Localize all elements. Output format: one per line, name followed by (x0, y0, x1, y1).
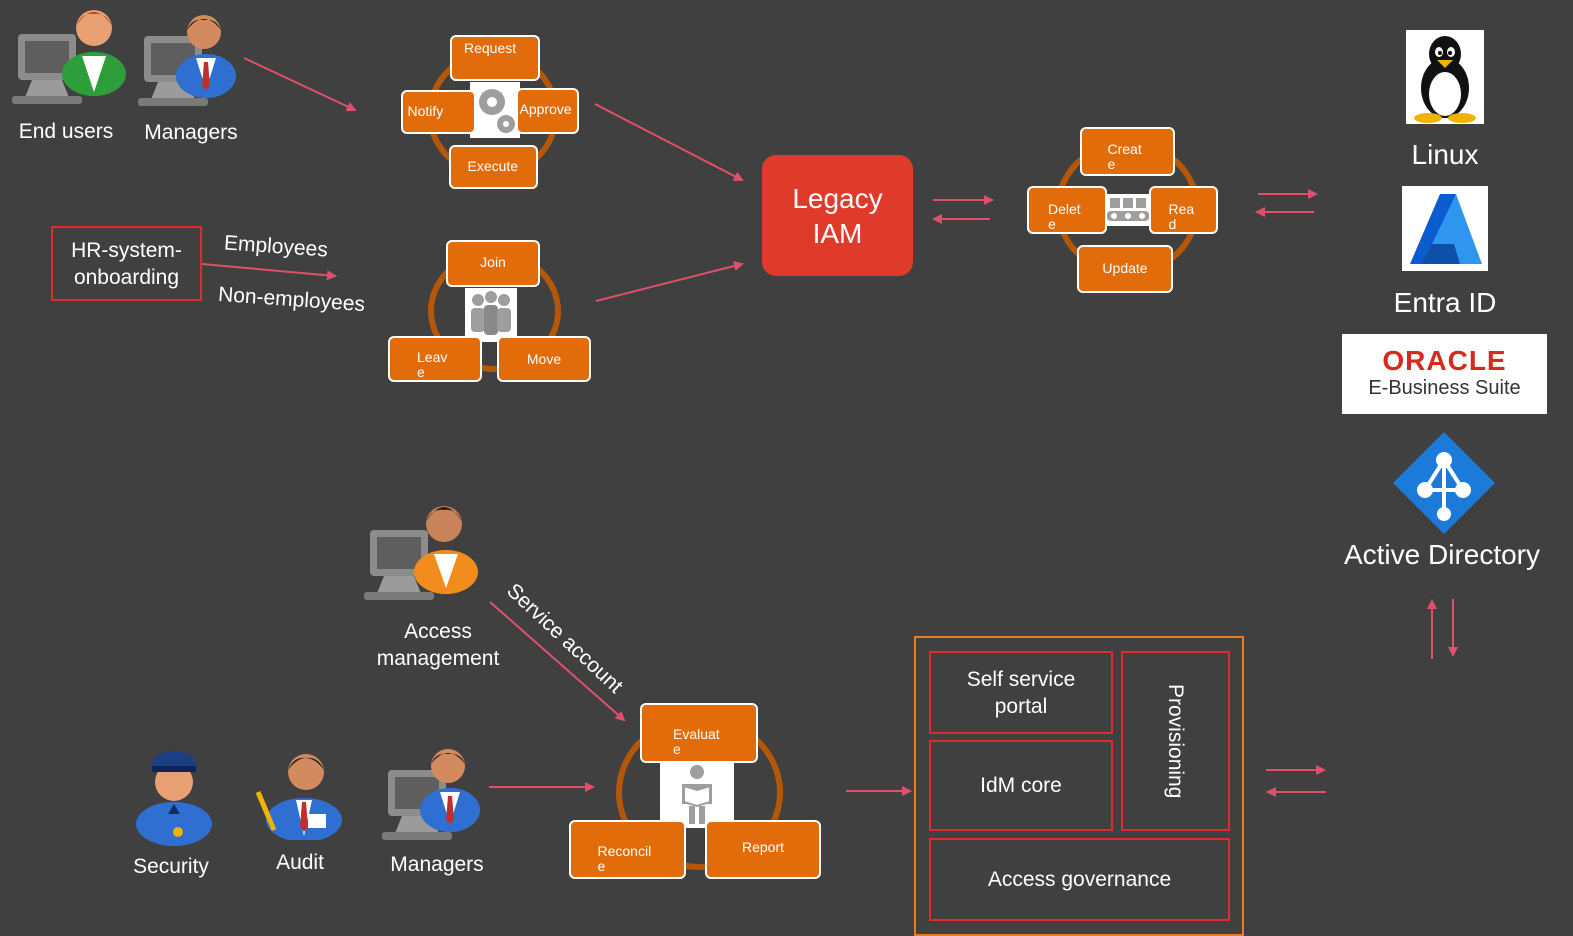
linux-label: Linux (1411, 139, 1479, 170)
audit-label: Audit (276, 851, 324, 874)
hr-system-box: HR-system- onboarding (51, 226, 202, 301)
people-group-icon (465, 288, 517, 342)
idm-core-box: IdM core (929, 740, 1113, 831)
provisioning-label: Provisioning (1164, 683, 1187, 799)
oracle-product-text: E-Business Suite (1368, 377, 1521, 399)
active-directory-label: Active Directory (1343, 539, 1541, 570)
manager-computer-icon (138, 15, 236, 106)
join-step-label: Join (480, 254, 506, 270)
execute-step: Execute (449, 145, 538, 189)
security-guard-icon (136, 751, 212, 846)
arrow-lifecycle-to-legacy (595, 261, 744, 302)
gears-icon (470, 82, 520, 138)
report-step: Report (705, 820, 821, 879)
delete-step: Delete (1027, 186, 1107, 234)
linux-tux-icon (1406, 30, 1484, 124)
idm-container (914, 636, 1244, 936)
self-service-portal-box: Self service portal (929, 651, 1113, 734)
update-step: Update (1077, 245, 1173, 293)
request-step-label: Request (464, 40, 517, 56)
approve-step-label: Approve (519, 101, 572, 117)
reviewer-reading-icon (660, 758, 734, 828)
oracle-logo: ORACLE E-Business Suite (1342, 334, 1547, 414)
end-user-computer-icon (12, 10, 126, 104)
arrow-request-to-legacy (594, 103, 744, 181)
security-label: Security (133, 855, 209, 878)
notify-step: Notify (401, 90, 476, 134)
entra-azure-icon (1402, 186, 1488, 271)
access-governance-box: Access governance (929, 838, 1230, 921)
execute-step-label: Execute (467, 158, 519, 174)
reconcile-step: Reconcile (569, 820, 686, 879)
managers-top-label: Managers (144, 121, 238, 144)
evaluate-step: Evaluate (640, 703, 758, 763)
read-step-label: Read (1168, 201, 1195, 232)
evaluate-step-label: Evaluate (673, 726, 720, 757)
delete-step-label: Delete (1048, 201, 1081, 232)
conveyor-icon (1104, 194, 1152, 226)
leave-step-label: Leave (417, 349, 448, 380)
request-step: Request (450, 35, 540, 81)
managers-bottom-label: Managers (390, 853, 484, 876)
notify-step-label: Notify (407, 103, 444, 119)
reconcile-step-label: Reconcile (597, 843, 652, 874)
access-management-computer-icon (364, 506, 478, 600)
auditor-icon (255, 754, 342, 840)
end-users-label: End users (18, 120, 114, 143)
manager-bottom-computer-icon (382, 749, 480, 840)
report-step-label: Report (741, 839, 785, 855)
join-step: Join (446, 240, 540, 287)
active-directory-icon (1393, 432, 1495, 534)
move-step: Move (497, 336, 591, 382)
create-step: Create (1080, 127, 1175, 176)
read-step: Read (1149, 186, 1218, 234)
legacy-iam-box: Legacy IAM (762, 155, 913, 276)
provisioning-box: Provisioning (1121, 651, 1230, 831)
oracle-brand-text: ORACLE (1382, 345, 1507, 376)
access-management-label: Access management (376, 620, 500, 670)
arrow-hr-to-lifecycle (201, 263, 337, 281)
entra-id-label: Entra ID (1393, 287, 1497, 318)
approve-step: Approve (516, 88, 579, 134)
leave-step: Leave (388, 336, 482, 382)
create-step-label: Create (1107, 141, 1142, 172)
move-step-label: Move (526, 351, 562, 367)
arrow-users-to-request (243, 57, 357, 112)
arrow-access-to-evaluate (489, 601, 626, 722)
update-step-label: Update (1102, 260, 1148, 276)
